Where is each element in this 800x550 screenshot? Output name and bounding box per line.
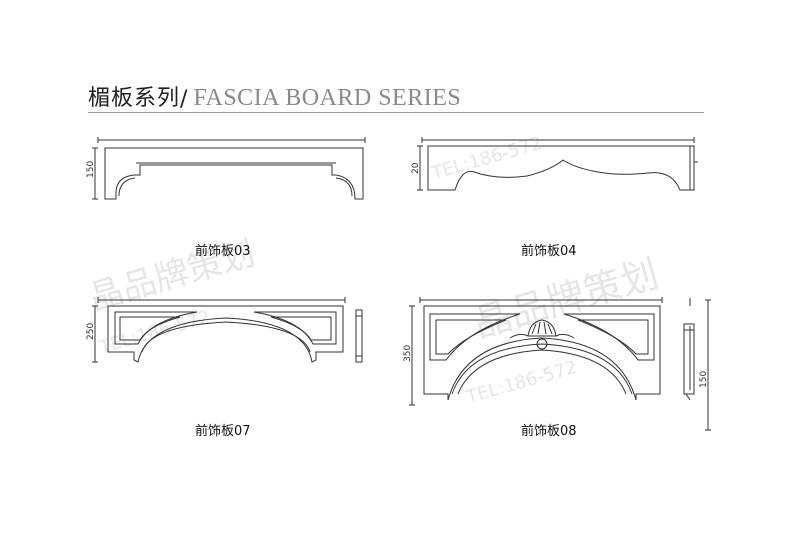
dim-label-03: 150	[86, 161, 96, 178]
dim-label-07: 250	[86, 323, 96, 340]
caption-fascia-board-07: 前饰板07	[195, 424, 251, 439]
caption-fascia-board-03: 前饰板03	[195, 244, 251, 259]
page-title: 楣板系列 / FASCIA BOARD SERIES	[88, 82, 461, 112]
caption-fascia-board-08: 前饰板08	[521, 424, 577, 439]
caption-fascia-board-04: 前饰板04	[521, 244, 577, 259]
fascia-board-03-drawing	[92, 137, 366, 200]
fascia-board-07-drawing	[92, 297, 363, 363]
dim-label-04: 20	[411, 162, 421, 174]
title-chinese: 楣板系列	[88, 86, 181, 111]
dim-label-08-side: 150	[699, 371, 709, 388]
fascia-board-04-drawing	[417, 137, 698, 191]
title-english: FASCIA BOARD SERIES	[193, 85, 462, 111]
title-separator: /	[180, 87, 188, 112]
dim-label-08: 350	[403, 345, 413, 362]
fascia-board-08-drawing	[409, 297, 711, 431]
title-underline	[88, 112, 704, 113]
